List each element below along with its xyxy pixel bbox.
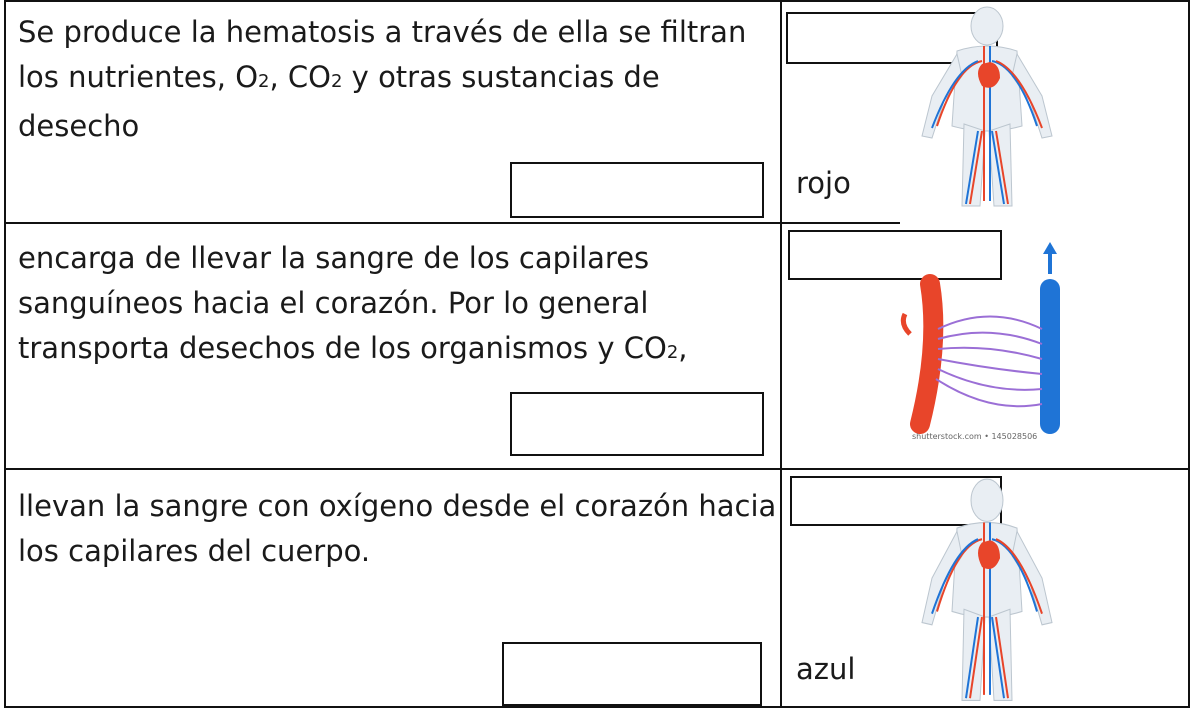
human-circulatory-system-icon bbox=[921, 6, 1053, 207]
row-border-top bbox=[4, 0, 1190, 2]
row-border-bottom bbox=[4, 706, 1190, 708]
row3-figure-answer-box[interactable] bbox=[790, 476, 1002, 526]
row3-color-label: azul bbox=[796, 652, 856, 686]
row3-description: llevan la sangre con oxígeno desde el co… bbox=[18, 489, 777, 568]
row3-answer-box[interactable] bbox=[502, 642, 762, 706]
row-border-2 bbox=[4, 468, 1190, 470]
row2-description: encarga de llevar la sangre de los capil… bbox=[18, 241, 688, 365]
row1-description: Se produce la hematosis a través de ella… bbox=[18, 15, 747, 143]
col-border-middle bbox=[780, 0, 782, 708]
col-border-right bbox=[1188, 0, 1190, 708]
row2-figure-answer-box[interactable] bbox=[788, 230, 1002, 280]
row-border-1 bbox=[4, 222, 900, 224]
capillary-network-icon bbox=[900, 242, 1060, 434]
row1-answer-box[interactable] bbox=[510, 162, 764, 218]
worksheet-table bbox=[4, 0, 1190, 708]
human-circulatory-system-icon-2 bbox=[921, 478, 1053, 701]
row2-answer-box[interactable] bbox=[510, 392, 764, 456]
image-credit: shutterstock.com • 145028506 bbox=[912, 432, 1038, 441]
row1-color-label: rojo bbox=[796, 166, 851, 200]
col-border-left bbox=[4, 0, 6, 708]
